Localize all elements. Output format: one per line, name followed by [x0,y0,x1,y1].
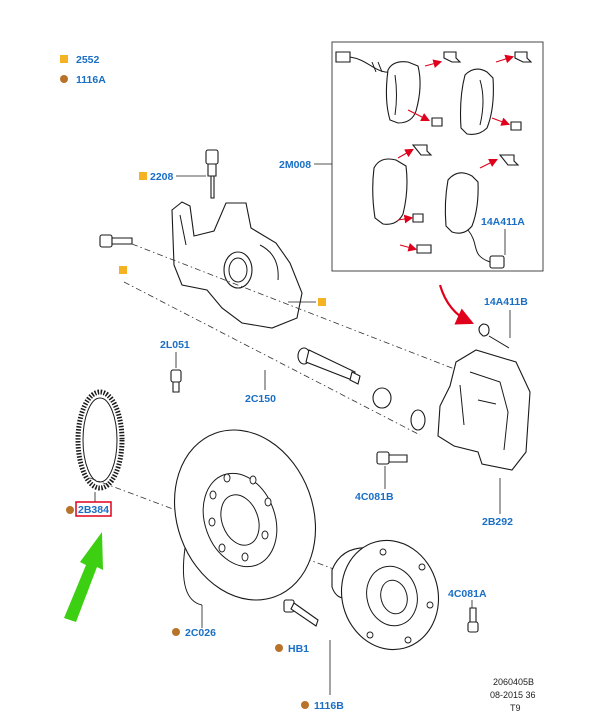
caliper-bracket: 14A411B 2B292 [437,296,531,528]
legend-square-marker [60,55,68,63]
caliper-bolt [99,234,133,274]
bolt-HB1: HB1 [275,599,319,655]
highlight-box [75,501,112,517]
pointer-arrow-green [64,532,103,622]
marker-square-caliper [318,298,326,306]
footer-line-1: 2060405B [493,677,534,687]
abs-tone-ring: 2B384 [66,389,125,517]
bolt-2L051: 2L051 [160,339,190,393]
label-2L051: 2L051 [160,339,190,351]
marker-square-2208 [139,172,147,180]
bolt-4C081A: 4C081A [448,588,487,633]
label-2M008: 2M008 [279,159,311,171]
marker-square-bolt [119,266,127,274]
brake-disc: 2C026 [172,429,317,639]
bolt-4C081B: 4C081B [355,451,408,503]
label-14A411B: 14A411B [484,296,528,308]
label-14A411A: 14A411A [481,216,525,228]
marker-circle-HB1 [275,644,283,652]
legend: 2552 1116A [60,54,106,86]
marker-circle-2B384 [66,506,74,514]
footer-line-3: T9 [510,703,521,713]
footer-line-2: 08-2015 36 [490,690,536,700]
pointer-arrow-red [438,284,475,325]
label-2208: 2208 [150,171,174,183]
label-4C081A: 4C081A [448,588,487,600]
label-2C150: 2C150 [245,393,276,405]
label-HB1: HB1 [288,643,309,655]
marker-circle-2C026 [172,628,180,636]
label-2B292: 2B292 [482,516,513,528]
label-1116B: 1116B [314,700,344,712]
marker-circle-1116B [301,701,309,709]
brake-pad-kit: 2M008 14A411A [279,41,544,272]
legend-square-label: 2552 [76,54,100,66]
slide-pin: 2C150 [245,347,426,431]
legend-circle-label: 1116A [76,74,106,86]
label-2B384: 2B384 [78,504,109,516]
footer-reference: 2060405B 08-2015 36 T9 [490,677,536,713]
legend-circle-marker [60,75,68,83]
label-4C081B: 4C081B [355,491,394,503]
wheel-hub [331,539,440,651]
label-2C026: 2C026 [185,627,216,639]
caliper: 2208 [139,149,326,329]
